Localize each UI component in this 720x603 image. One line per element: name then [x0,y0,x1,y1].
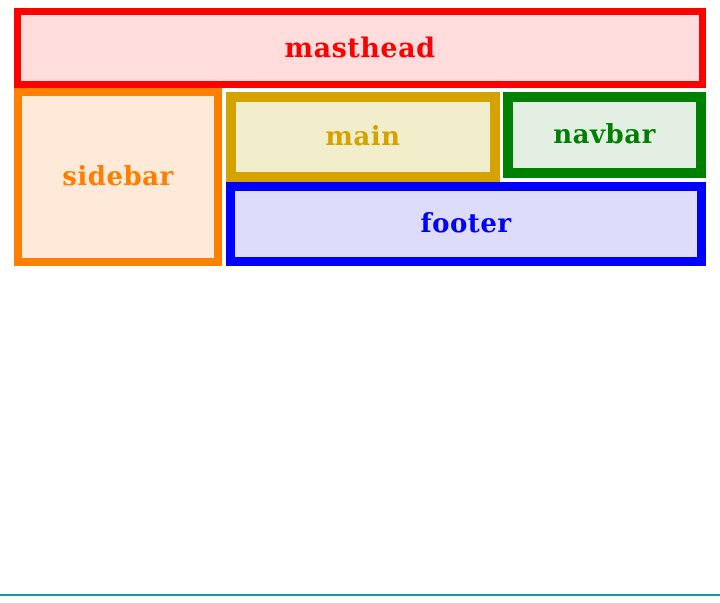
region-footer: footer [226,182,706,266]
region-footer-label: footer [420,209,512,239]
region-sidebar-label: sidebar [62,162,174,192]
region-sidebar: sidebar [14,88,222,266]
region-main-label: main [325,122,401,152]
region-masthead: masthead [14,8,706,88]
region-masthead-label: masthead [284,32,436,64]
region-navbar: navbar [503,92,706,178]
region-main: main [226,92,500,182]
bottom-divider-rule [0,594,720,596]
region-navbar-label: navbar [553,120,656,150]
